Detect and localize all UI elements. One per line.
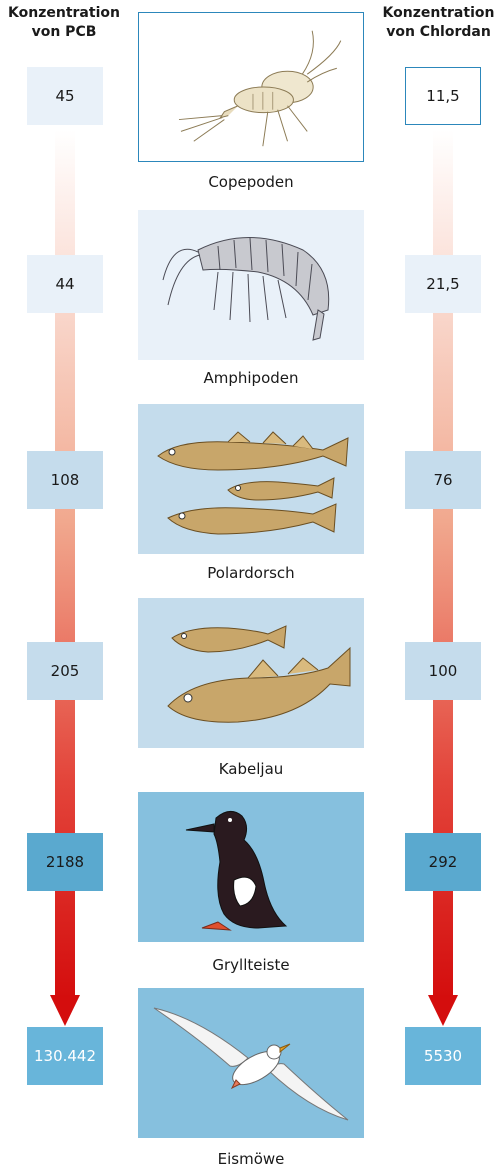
pcb-value-kabeljau: 205 [27, 642, 103, 700]
pcb-increase-arrow [50, 0, 80, 1169]
caption-amphipoden: Amphipoden [138, 369, 364, 387]
cod-illustration [138, 598, 364, 748]
pcb-value-gryllteiste: 2188 [27, 833, 103, 891]
chlordan-value-amphipoden: 21,5 [405, 255, 481, 313]
chlordan-value-polardorsch: 76 [405, 451, 481, 509]
caption-copepoden: Copepoden [138, 173, 364, 191]
black-guillemot-illustration [138, 792, 364, 942]
pcb-value-copepoden: 45 [27, 67, 103, 125]
chlordan-value-kabeljau: 100 [405, 642, 481, 700]
glaucous-gull-illustration [138, 988, 364, 1138]
copepod-illustration [138, 12, 364, 162]
amphipod-illustration [138, 210, 364, 360]
chlordan-increase-arrow [428, 0, 458, 1169]
caption-polardorsch: Polardorsch [138, 564, 364, 582]
chlordan-value-eismoewe: 5530 [405, 1027, 481, 1085]
pcb-value-amphipoden: 44 [27, 255, 103, 313]
pcb-value-polardorsch: 108 [27, 451, 103, 509]
caption-eismoewe: Eismöwe [138, 1150, 364, 1168]
caption-gryllteiste: Gryllteiste [138, 956, 364, 974]
chlordan-value-copepoden: 11,5 [405, 67, 481, 125]
caption-kabeljau: Kabeljau [138, 760, 364, 778]
chlordan-value-gryllteiste: 292 [405, 833, 481, 891]
polar-cod-illustration [138, 404, 364, 554]
pcb-value-eismoewe: 130.442 [27, 1027, 103, 1085]
